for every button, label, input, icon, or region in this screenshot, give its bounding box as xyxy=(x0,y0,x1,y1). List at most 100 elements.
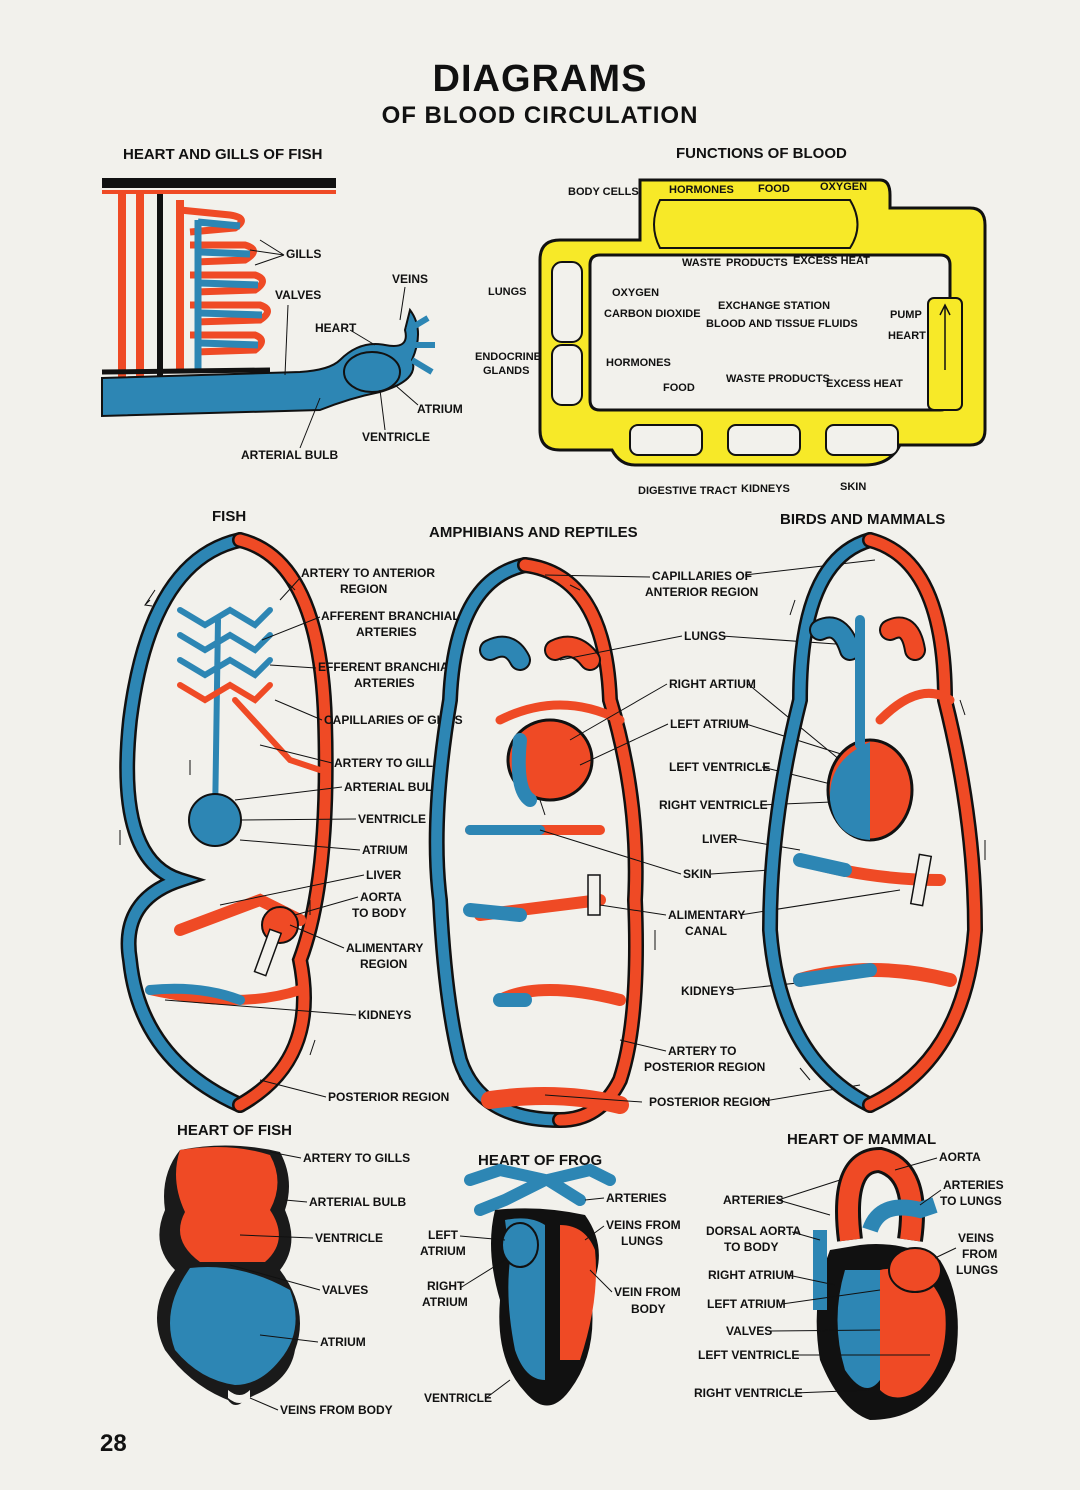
svg-text:EXCESS HEAT: EXCESS HEAT xyxy=(826,378,903,390)
svg-text:GILLS: GILLS xyxy=(286,247,321,261)
svg-text:PRODUCTS: PRODUCTS xyxy=(726,257,788,269)
svg-text:FOOD: FOOD xyxy=(758,183,790,195)
svg-text:POSTERIOR REGION: POSTERIOR REGION xyxy=(328,1090,449,1104)
svg-text:VENTRICLE: VENTRICLE xyxy=(315,1231,383,1245)
svg-text:KIDNEYS: KIDNEYS xyxy=(741,483,790,495)
svg-text:AORTA: AORTA xyxy=(939,1150,981,1164)
amphibian-circulation-diagram xyxy=(428,557,644,1128)
svg-text:LUNGS: LUNGS xyxy=(684,629,726,643)
svg-text:VALVES: VALVES xyxy=(275,288,321,302)
svg-text:ARTERIAL BULB: ARTERIAL BULB xyxy=(344,780,441,794)
svg-text:VEIN FROM: VEIN FROM xyxy=(614,1285,681,1299)
svg-text:WASTE: WASTE xyxy=(682,257,721,269)
amphibian-labels: CAPILLARIES OF ANTERIOR REGION LUNGS RIG… xyxy=(644,569,770,1109)
svg-text:ANTERIOR REGION: ANTERIOR REGION xyxy=(645,585,758,599)
fish-heart-diagram xyxy=(157,1145,300,1405)
svg-text:LUNGS: LUNGS xyxy=(956,1263,998,1277)
svg-text:OXYGEN: OXYGEN xyxy=(612,287,659,299)
svg-text:LUNGS: LUNGS xyxy=(488,286,527,298)
svg-text:VALVES: VALVES xyxy=(322,1283,368,1297)
svg-text:REGION: REGION xyxy=(340,582,387,596)
svg-text:LEFT ATRIUM: LEFT ATRIUM xyxy=(707,1297,786,1311)
svg-text:ATRIUM: ATRIUM xyxy=(320,1335,366,1349)
svg-text:ARTERY TO GILLS: ARTERY TO GILLS xyxy=(334,756,441,770)
svg-text:ARTERIES: ARTERIES xyxy=(356,625,417,639)
svg-text:AORTA: AORTA xyxy=(360,890,402,904)
svg-text:VEINS FROM BODY: VEINS FROM BODY xyxy=(280,1403,393,1417)
heading-fish: FISH xyxy=(212,508,247,525)
svg-text:OXYGEN: OXYGEN xyxy=(820,181,867,193)
heading-amphibians: AMPHIBIANS AND REPTILES xyxy=(429,524,638,541)
svg-text:KIDNEYS: KIDNEYS xyxy=(681,984,734,998)
fish-circulation-diagram xyxy=(119,532,334,1113)
svg-text:ARTERIES: ARTERIES xyxy=(354,676,415,690)
svg-text:ATRIUM: ATRIUM xyxy=(422,1295,468,1309)
svg-text:VENTRICLE: VENTRICLE xyxy=(362,430,430,444)
svg-text:WASTE PRODUCTS: WASTE PRODUCTS xyxy=(726,373,830,385)
mammal-heart-diagram xyxy=(813,1146,958,1420)
svg-text:HEART: HEART xyxy=(888,330,926,342)
svg-text:ATRIUM: ATRIUM xyxy=(417,402,463,416)
svg-text:VEINS: VEINS xyxy=(958,1231,994,1245)
svg-text:ALIMENTARY: ALIMENTARY xyxy=(346,941,423,955)
svg-text:SKIN: SKIN xyxy=(840,481,866,493)
svg-text:POSTERIOR REGION: POSTERIOR REGION xyxy=(644,1060,765,1074)
frog-heart-diagram xyxy=(464,1163,616,1406)
svg-text:FOOD: FOOD xyxy=(663,382,695,394)
svg-text:ATRIUM: ATRIUM xyxy=(420,1244,466,1258)
svg-text:ENDOCRINE: ENDOCRINE xyxy=(475,351,541,363)
svg-text:RIGHT: RIGHT xyxy=(427,1279,465,1293)
svg-text:TO BODY: TO BODY xyxy=(724,1240,778,1254)
svg-text:REGION: REGION xyxy=(360,957,407,971)
svg-text:CARBON DIOXIDE: CARBON DIOXIDE xyxy=(604,308,701,320)
svg-text:RIGHT VENTRICLE: RIGHT VENTRICLE xyxy=(659,798,768,812)
svg-text:ARTERIES: ARTERIES xyxy=(723,1193,784,1207)
svg-text:KIDNEYS: KIDNEYS xyxy=(358,1008,411,1022)
svg-text:TO BODY: TO BODY xyxy=(352,906,406,920)
svg-text:BODY CELLS: BODY CELLS xyxy=(568,186,639,198)
svg-text:VEINS: VEINS xyxy=(392,272,428,286)
svg-text:DIGESTIVE TRACT: DIGESTIVE TRACT xyxy=(638,485,737,497)
fish-gills-diagram: GILLS VALVES VEINS HEART ATRIUM VENTRICL… xyxy=(101,178,463,462)
svg-text:FROM: FROM xyxy=(962,1247,997,1261)
svg-text:CAPILLARIES OF: CAPILLARIES OF xyxy=(652,569,752,583)
heading-heart-mammal: HEART OF MAMMAL xyxy=(787,1131,937,1148)
heading-heart-fish: HEART OF FISH xyxy=(177,1122,292,1139)
svg-text:EXCHANGE STATION: EXCHANGE STATION xyxy=(718,300,830,312)
svg-text:GLANDS: GLANDS xyxy=(483,365,529,377)
svg-text:ARTERY TO GILLS: ARTERY TO GILLS xyxy=(303,1151,410,1165)
svg-text:PUMP: PUMP xyxy=(890,309,922,321)
svg-text:ARTERIES: ARTERIES xyxy=(606,1191,667,1205)
svg-text:BODY: BODY xyxy=(631,1302,666,1316)
svg-text:CANAL: CANAL xyxy=(685,924,727,938)
functions-of-blood-diagram: BODY CELLS HORMONES FOOD OXYGEN WASTE PR… xyxy=(475,178,987,497)
svg-text:EXCESS HEAT: EXCESS HEAT xyxy=(793,255,870,267)
svg-text:BLOOD AND TISSUE FLUIDS: BLOOD AND TISSUE FLUIDS xyxy=(706,318,858,330)
svg-text:SKIN: SKIN xyxy=(683,867,712,881)
svg-text:LEFT: LEFT xyxy=(428,1228,459,1242)
svg-text:ARTERIAL BULB: ARTERIAL BULB xyxy=(241,448,338,462)
svg-text:ARTERY TO ANTERIOR: ARTERY TO ANTERIOR xyxy=(301,566,435,580)
svg-text:POSTERIOR REGION: POSTERIOR REGION xyxy=(649,1095,770,1109)
svg-text:ALIMENTARY: ALIMENTARY xyxy=(668,908,745,922)
svg-text:LEFT VENTRICLE: LEFT VENTRICLE xyxy=(669,760,770,774)
page-subtitle: OF BLOOD CIRCULATION xyxy=(381,102,699,129)
svg-text:DORSAL AORTA: DORSAL AORTA xyxy=(706,1224,801,1238)
svg-text:LIVER: LIVER xyxy=(702,832,738,846)
svg-text:ARTERIAL BULB: ARTERIAL BULB xyxy=(309,1195,406,1209)
svg-text:VENTRICLE: VENTRICLE xyxy=(424,1391,492,1405)
svg-text:VEINS FROM: VEINS FROM xyxy=(606,1218,681,1232)
svg-text:AFFERENT BRANCHIAL: AFFERENT BRANCHIAL xyxy=(321,609,460,623)
svg-text:VENTRICLE: VENTRICLE xyxy=(358,812,426,826)
heading-fish-gills: HEART AND GILLS OF FISH xyxy=(123,146,323,163)
svg-text:CAPILLARIES OF GILLS: CAPILLARIES OF GILLS xyxy=(324,713,463,727)
heading-birds: BIRDS AND MAMMALS xyxy=(780,511,946,528)
svg-text:HORMONES: HORMONES xyxy=(669,184,734,196)
bird-mammal-circulation-diagram xyxy=(761,532,984,1113)
svg-text:TO LUNGS: TO LUNGS xyxy=(940,1194,1002,1208)
svg-text:LUNGS: LUNGS xyxy=(621,1234,663,1248)
svg-text:LIVER: LIVER xyxy=(366,868,402,882)
svg-text:ARTERIES: ARTERIES xyxy=(943,1178,1004,1192)
